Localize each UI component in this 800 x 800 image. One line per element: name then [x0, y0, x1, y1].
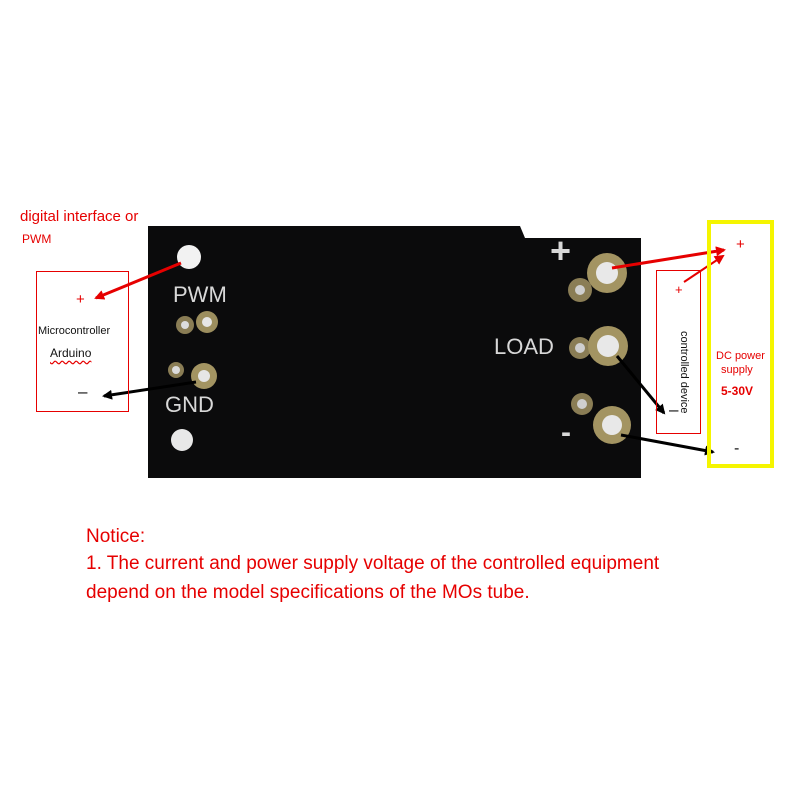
load-pad-large-hole [597, 335, 619, 357]
plus-pad-large-hole [596, 262, 618, 284]
mcu-label: Microcontroller [38, 325, 111, 337]
supply-label-line1: DC power [716, 350, 765, 362]
silk-plus-label: + [550, 230, 572, 271]
gnd-pad-left-hole [172, 366, 180, 374]
arrow-minus-to-supply [620, 433, 715, 456]
input-header-line2: PWM [22, 232, 52, 246]
mcu-plus-sign: + [76, 291, 85, 308]
pcb-board [148, 226, 641, 478]
dc-supply-box [707, 220, 774, 468]
silk-gnd-label: GND [165, 392, 214, 417]
input-header-line1: digital interface or [20, 208, 139, 225]
device-plus-sign: + [675, 282, 683, 297]
mounting-hole-top [177, 245, 201, 269]
pwm-pad-left-hole [181, 321, 189, 329]
pwm-pad-right-hole [202, 317, 212, 327]
device-minus-sign: – [669, 400, 679, 419]
arrow-gnd-to-mcu [102, 380, 197, 400]
silk-load-label: LOAD [494, 334, 554, 359]
supply-minus-sign: - [734, 440, 740, 457]
notice-line-2: depend on the model specifications of th… [86, 582, 530, 603]
minus-pad-small-hole [577, 399, 587, 409]
supply-plus-sign: + [736, 236, 745, 253]
silk-minus-label: - [561, 416, 571, 449]
mcu-minus-sign: – [78, 382, 88, 401]
arrow-pwm-to-mcu [94, 261, 182, 300]
plus-pad-small-hole [575, 285, 585, 295]
silk-pwm-label: PWM [173, 282, 227, 307]
minus-pad-large-hole [602, 415, 622, 435]
mcu-name: Arduino [50, 346, 92, 360]
supply-label-line2: supply [721, 364, 753, 376]
notice-line-1: 1. The current and power supply voltage … [86, 553, 660, 574]
arrow-device-plus-to-supply [683, 254, 725, 283]
mounting-hole-bottom [171, 429, 193, 451]
notice-title: Notice: [86, 526, 146, 547]
microcontroller-box [36, 271, 129, 412]
supply-voltage: 5-30V [721, 384, 754, 398]
device-label: controlled device [678, 331, 690, 414]
controlled-device-box [656, 270, 701, 434]
gnd-pad-right-hole [198, 370, 210, 382]
load-pad-small-hole [575, 343, 585, 353]
arrow-plus-to-supply [611, 246, 726, 270]
